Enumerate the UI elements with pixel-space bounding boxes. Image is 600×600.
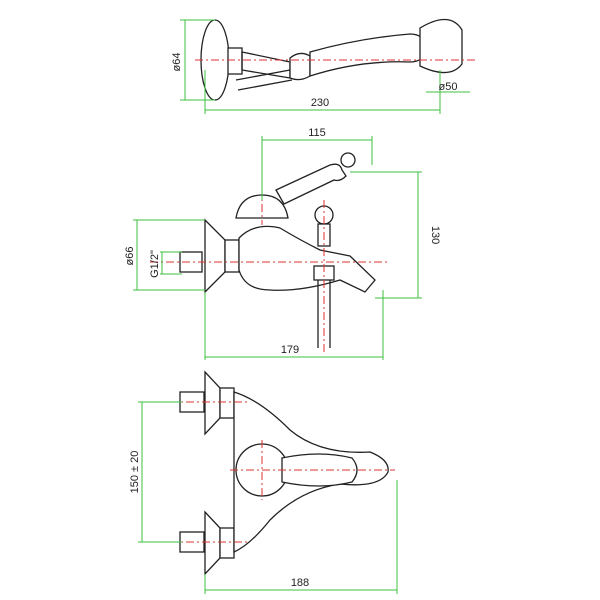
wall-plate-lower: [204, 510, 221, 576]
hand-shower-view: ø64 230 ø50: [171, 18, 475, 114]
nut-upper: [219, 387, 235, 419]
mixer-top-view: 150 ± 20 188: [129, 370, 398, 594]
eccentric-nut: [224, 239, 240, 273]
dim-label: 188: [291, 577, 309, 589]
mixer-side-view: 115 130 ø66 G1/2" 179: [124, 127, 441, 360]
shower-head: [419, 18, 463, 74]
shower-handle: [309, 33, 426, 77]
wall-plate: [204, 218, 226, 294]
dim-label: ø64: [171, 53, 183, 72]
dim-label: 115: [308, 127, 326, 139]
lever-top: [281, 453, 358, 487]
hose: [317, 280, 331, 348]
dim-label: 130: [429, 226, 441, 244]
bracket-collar: [227, 47, 243, 75]
lever-handle: [275, 163, 347, 205]
dim-label: ø50: [439, 81, 458, 93]
dim-label: ø66: [124, 247, 136, 266]
dim-label: 230: [311, 97, 329, 109]
hose-connector: [289, 52, 311, 81]
shower-hose: [235, 69, 293, 91]
nut-lower: [219, 527, 235, 559]
dim-label: G1/2": [149, 250, 161, 278]
mixer-body: [238, 225, 376, 293]
dim-label: 150 ± 20: [129, 451, 141, 494]
lever-knob: [340, 152, 356, 168]
dim-label: 179: [281, 344, 299, 356]
wall-plate-upper: [204, 370, 221, 436]
